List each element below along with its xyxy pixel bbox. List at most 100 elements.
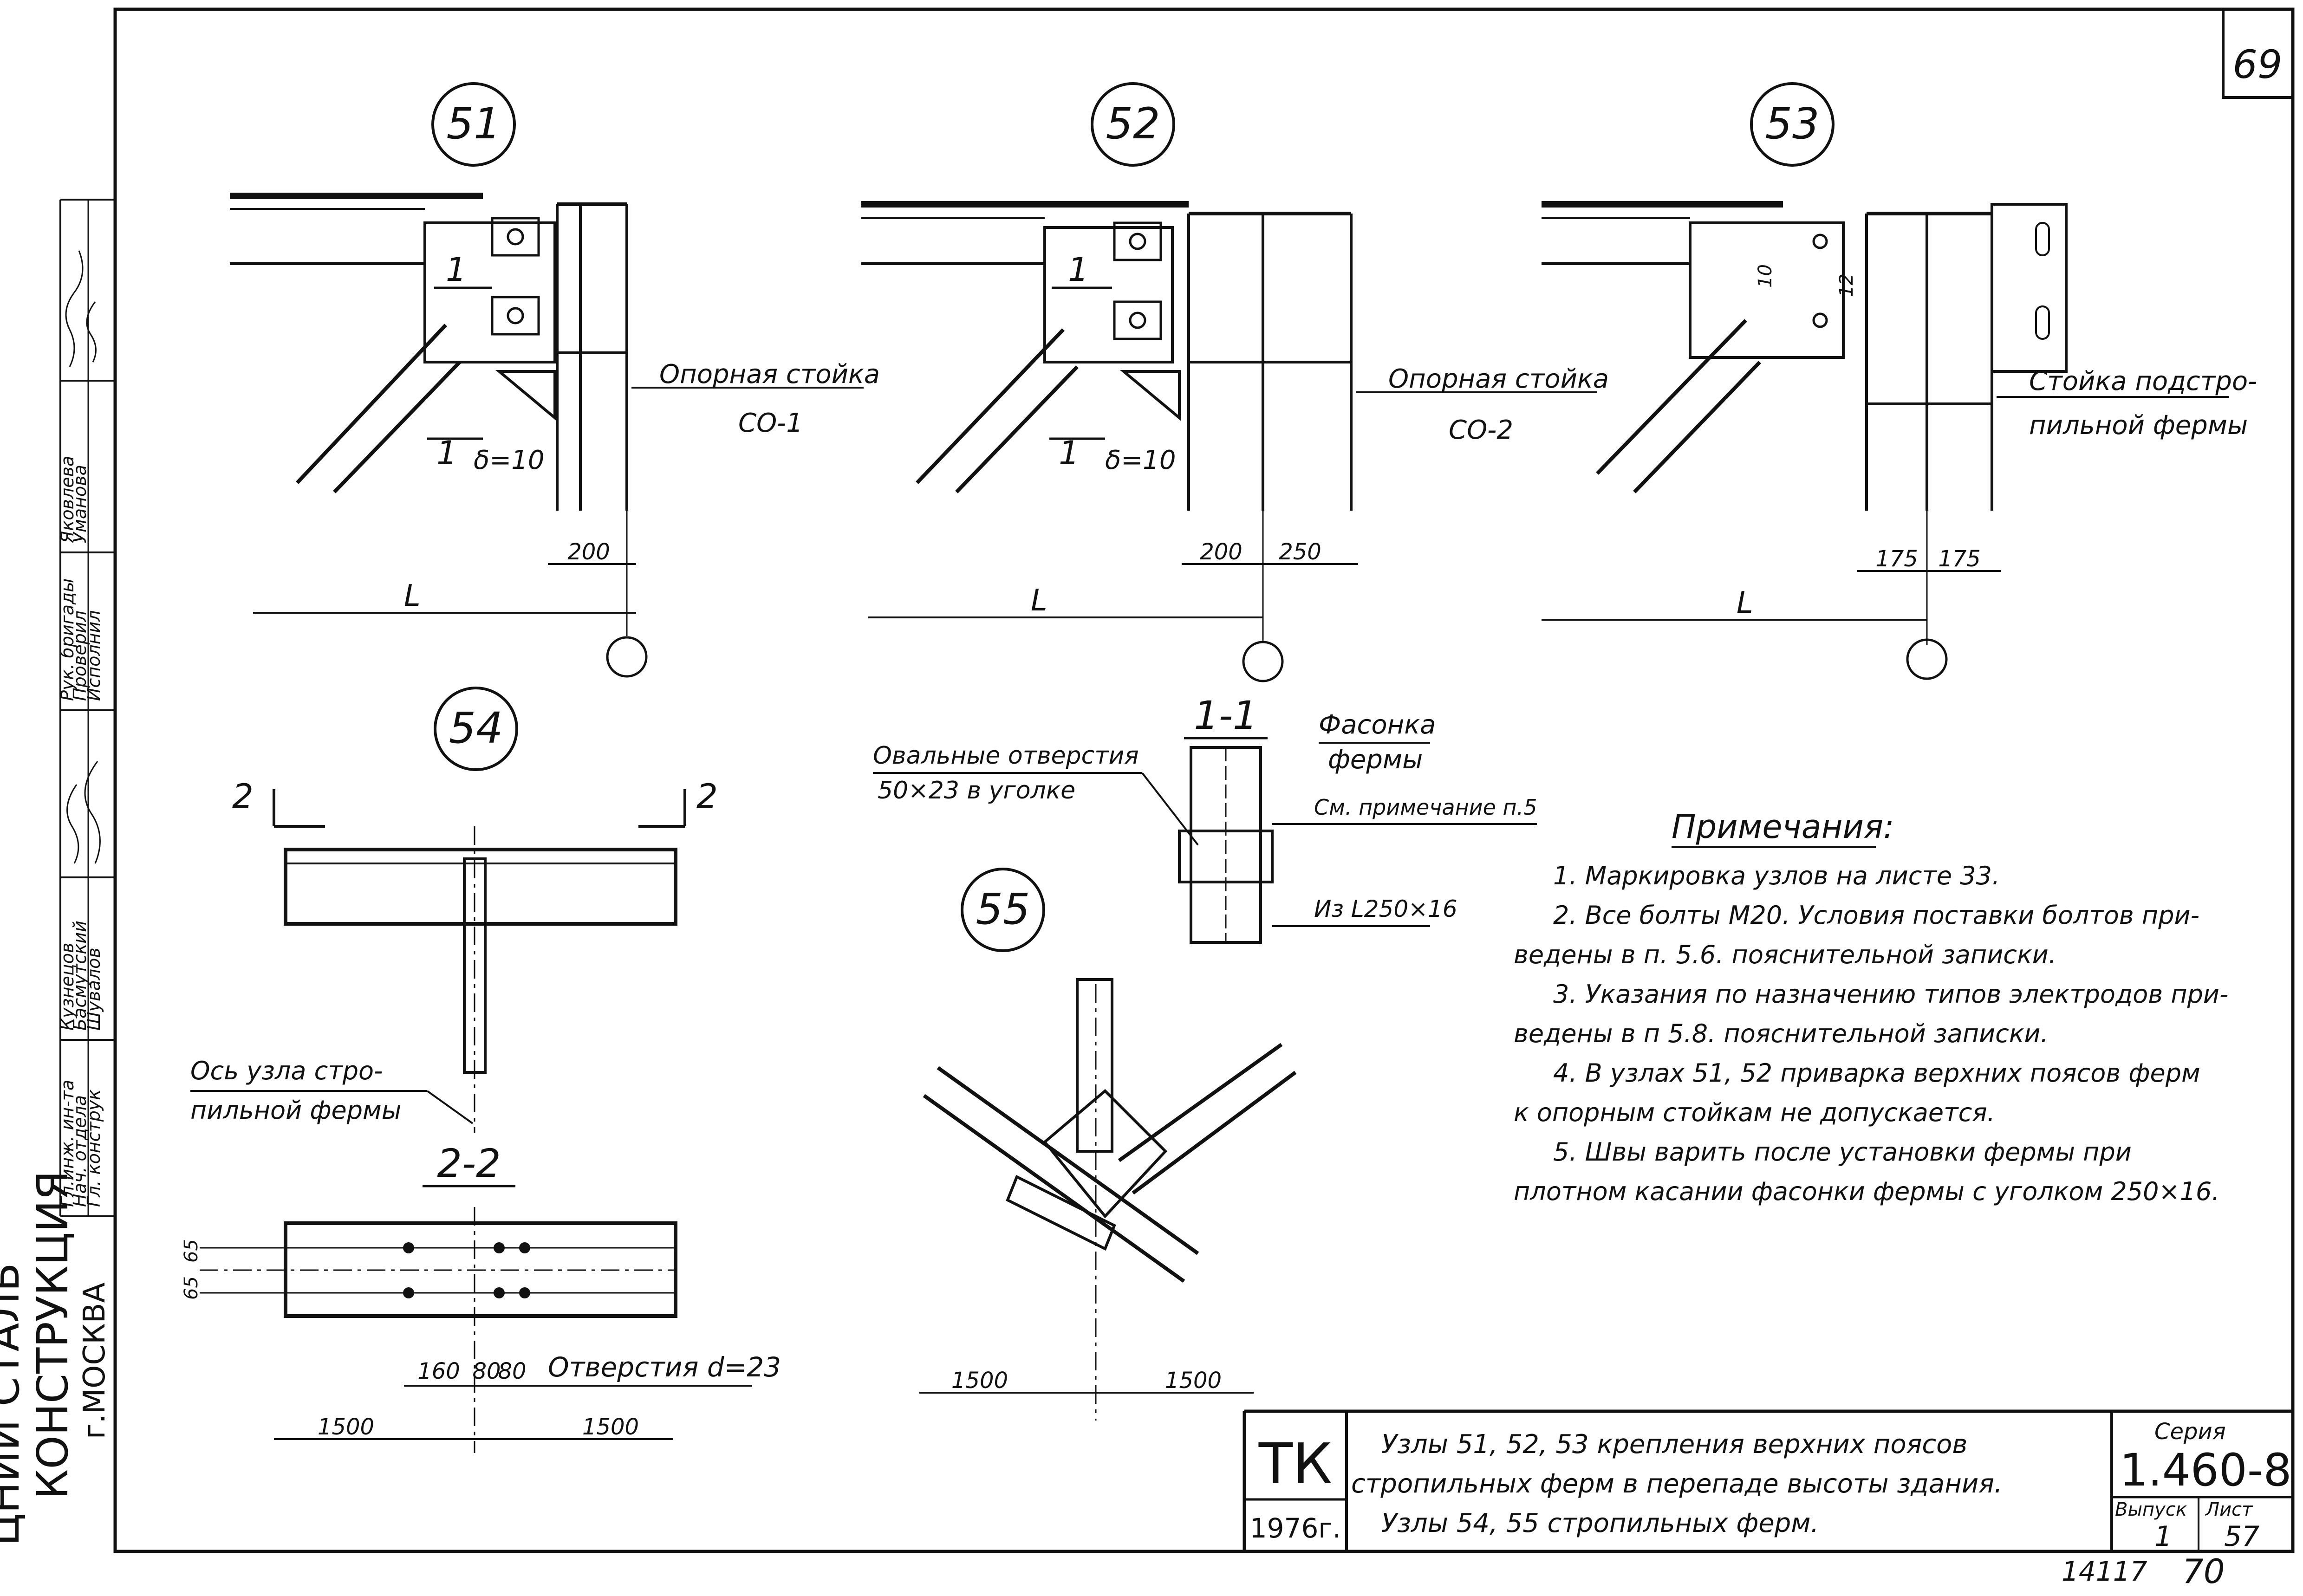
side-stamp: Гл.инж. ин-та Нач. отдела Гл. конструк К… — [0, 199, 117, 1551]
stamp-role-4: Проверил — [70, 610, 90, 701]
node-52-label-line1: Опорная стойка — [1388, 364, 1609, 394]
title-line-2: стропильных ферм в перепаде высоты здани… — [1351, 1469, 2003, 1499]
stamp-role-1: Нач. отдела — [70, 1095, 90, 1207]
node-53-label-line2: пильной фермы — [2029, 410, 2248, 441]
node-53-weld-2: 12 — [1836, 273, 1857, 297]
node-52-span: L — [1031, 584, 1047, 618]
section-1-1-gusset-line1: Фасонка — [1319, 710, 1436, 740]
stamp-org: КОНСТРУКЦИЯ — [28, 1171, 78, 1499]
note-line-4: ведены в п 5.8. пояснительной записки. — [1514, 1019, 2049, 1048]
node-54-detail: 54 2 2 Ось узла стро- пильной фермы 2-2 … — [181, 687, 781, 1453]
title-block: ТК 1976г. Узлы 51, 52, 53 крепления верх… — [1243, 1409, 2293, 1553]
node-54-axis-label-line2: пильной фермы — [190, 1096, 401, 1125]
node-54-axis-label-line1: Ось узла стро- — [190, 1056, 383, 1085]
signature-scribble — [66, 784, 79, 864]
node-54-cut-mark-right: 2 — [696, 777, 718, 816]
node-54-section-title: 2-2 — [437, 1141, 501, 1186]
node-51-span: L — [404, 579, 421, 613]
node-52-dim-0: 200 — [1200, 539, 1243, 565]
node-51-detail: 51 1 1 δ=10 Опорная стойка СО-1 200 — [230, 82, 880, 678]
title-line-3: Узлы 54, 55 стропильных ферм. — [1381, 1508, 1819, 1538]
signature-scribble — [86, 301, 97, 363]
stamp-name-3: Яковлева — [57, 456, 78, 544]
bottom-number-1: 70 — [2182, 1552, 2225, 1591]
sheet-label: Лист — [2205, 1499, 2253, 1520]
stamp-name-4: Уманова — [70, 465, 90, 543]
section-1-1-title: 1-1 — [1194, 693, 1257, 738]
section-1-1-gusset-line2: фермы — [1328, 745, 1423, 775]
node-51-id: 51 — [446, 99, 501, 149]
stamp-org-partial: ЦНИИ СТАЛЬ — [0, 1263, 29, 1546]
stamp-name-2: Шувалов — [84, 947, 104, 1031]
node-55-id: 55 — [976, 884, 1030, 934]
section-1-1-see-note: См. примечание п.5 — [1314, 795, 1537, 820]
node-51-label-line1: Опорная стойка — [659, 359, 880, 389]
title-line-1: Узлы 51, 52, 53 крепления верхних поясов — [1381, 1429, 1967, 1460]
node-54-cut-mark-left: 2 — [232, 777, 254, 816]
node-53-weld-1: 10 — [1755, 264, 1776, 288]
note-line-2: ведены в п. 5.6. пояснительной записки. — [1514, 940, 2056, 969]
node-52-plate: δ=10 — [1105, 445, 1176, 475]
note-line-7: 5. Швы варить после установки фермы при — [1553, 1137, 2132, 1167]
stamp-name-1: Басмутский — [70, 921, 90, 1031]
section-1-1-oval-line1: Овальные отверстия — [873, 742, 1139, 770]
node-51-section-mark-top: 1 — [446, 251, 467, 289]
node-54-bolt-dim-0: 160 — [417, 1358, 460, 1384]
section-1-1-oval-line2: 50×23 в уголке — [878, 777, 1075, 804]
node-53-id: 53 — [1765, 99, 1819, 149]
note-line-5: 4. В узлах 51, 52 приварка верхних поясо… — [1553, 1058, 2200, 1088]
page-number: 69 — [2233, 42, 2283, 87]
note-line-0: 1. Маркировка узлов на листе 33. — [1553, 861, 2000, 890]
stamp-city: г.МОСКВА — [78, 1282, 112, 1439]
node-54-left-dim-0: 65 — [181, 1239, 202, 1263]
stamp-role-3: Рук. бригады — [57, 578, 78, 701]
node-54-left-dim-1: 65 — [181, 1276, 202, 1300]
sheet-value: 57 — [2224, 1520, 2259, 1553]
node-54-bolt-dim-1: 80 — [472, 1358, 501, 1384]
node-52-detail: 52 1 1 δ=10 Опорная стойка СО-2 200 250 … — [861, 82, 1609, 682]
stamp-role-5: Исполнил — [84, 610, 104, 701]
node-54-span-dim-1: 1500 — [582, 1414, 639, 1440]
title-code: ТК — [1258, 1432, 1333, 1497]
title-year: 1976г. — [1250, 1512, 1341, 1544]
series-value: 1.460-8 — [2120, 1444, 2292, 1496]
note-line-3: 3. Указания по назначению типов электрод… — [1553, 980, 2229, 1009]
signature-scribble — [65, 250, 84, 367]
node-53-span: L — [1737, 586, 1753, 620]
node-53-detail: 53 10 12 Стойка подстро- пильной фермы 1… — [1542, 82, 2257, 680]
node-55-span-dim-1: 1500 — [1165, 1368, 1222, 1394]
node-54-span-dim-0: 1500 — [318, 1414, 374, 1440]
note-line-1: 2. Все болты М20. Условия поставки болто… — [1553, 901, 2199, 930]
stamp-name-0: Кузнецов — [57, 943, 78, 1031]
node-52-label-line2: СО-2 — [1449, 415, 1513, 445]
issue-label: Выпуск — [2115, 1499, 2187, 1520]
node-55-span-dim-0: 1500 — [951, 1368, 1008, 1394]
node-51-section-mark-bottom: 1 — [436, 434, 457, 472]
series-label: Серия — [2154, 1419, 2226, 1445]
stamp-role-2: Гл. конструк — [84, 1090, 104, 1207]
node-52-id: 52 — [1106, 99, 1160, 149]
node-52-dim-1: 250 — [1279, 539, 1321, 565]
node-52-section-mark-top: 1 — [1068, 251, 1089, 289]
stamp-role-0: Гл.инж. ин-та — [57, 1080, 78, 1207]
note-line-6: к опорным стойкам не допускается. — [1514, 1098, 1995, 1127]
section-1-1-detail: 1-1 Фасонка фермы Овальные отверстия 50×… — [873, 693, 1537, 944]
bottom-number-0: 14117 — [2062, 1556, 2147, 1587]
node-55-detail: 55 1500 1500 — [919, 868, 1297, 1421]
node-51-label-line2: СО-1 — [738, 408, 803, 438]
section-1-1-angle: Из L250×16 — [1314, 895, 1457, 922]
note-line-8: плотном касании фасонки фермы с уголком … — [1514, 1177, 2220, 1206]
sheet-frame — [113, 7, 2295, 1553]
node-54-bolt-dim-2: 80 — [498, 1358, 526, 1384]
notes-title: Примечания: — [1672, 808, 1894, 846]
node-53-dim-0: 175 — [1875, 546, 1918, 572]
node-51-dim-0: 200 — [567, 539, 610, 565]
issue-value: 1 — [2154, 1520, 2172, 1553]
node-51-plate: δ=10 — [474, 445, 544, 475]
node-52-section-mark-bottom: 1 — [1059, 434, 1080, 472]
notes-block: Примечания: 1. Маркировка узлов на листе… — [1514, 808, 2229, 1206]
node-54-holes-label: Отверстия d=23 — [548, 1351, 781, 1383]
node-54-id: 54 — [449, 703, 503, 753]
node-53-label-line1: Стойка подстро- — [2029, 366, 2257, 396]
